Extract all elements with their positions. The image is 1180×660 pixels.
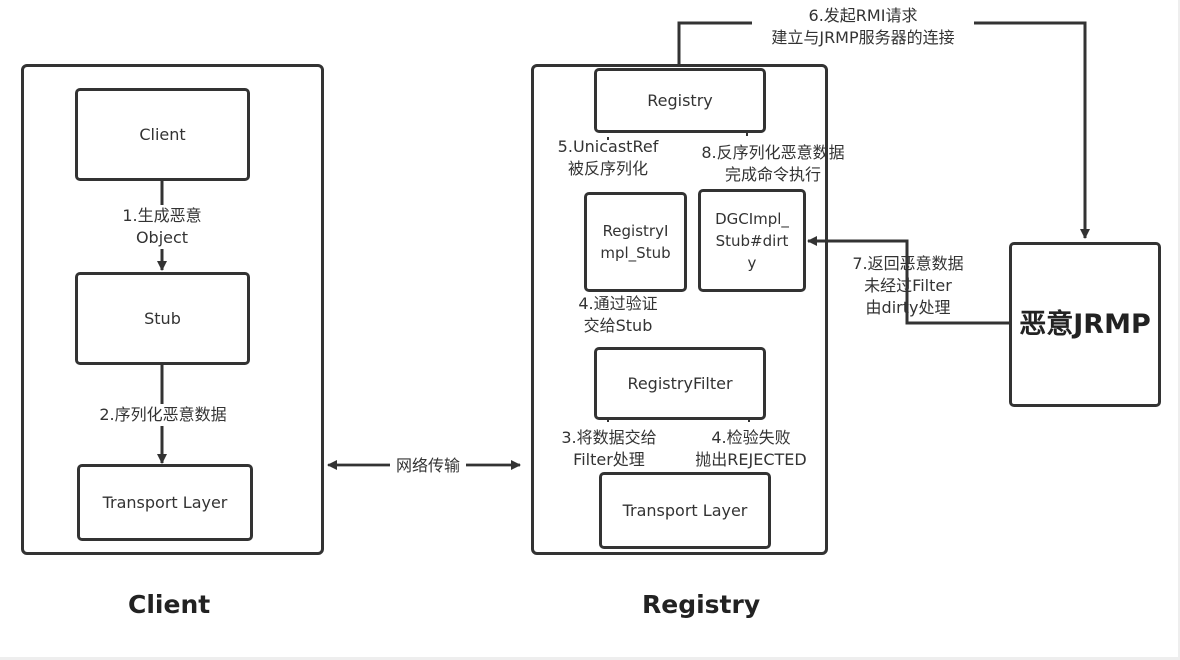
network-label: 网络传输 xyxy=(390,455,466,477)
registry-panel-title: Registry xyxy=(642,590,761,619)
step1-label: 1.生成恶意 Object xyxy=(116,205,208,249)
step7-line1: 7.返回恶意数据 xyxy=(852,254,964,273)
step2-line1: 2.序列化恶意数据 xyxy=(99,405,227,424)
step5-line2: 被反序列化 xyxy=(567,159,648,178)
step1-line1: 1.生成恶意 xyxy=(122,206,202,225)
step4b-line1: 4.检验失败 xyxy=(711,428,791,447)
step5-label: 5.UnicastRef 被反序列化 xyxy=(550,136,666,180)
registry-panel xyxy=(531,64,828,555)
registry-transport-label: Transport Layer xyxy=(622,500,748,520)
edge-step7 xyxy=(807,236,1010,325)
registry-box-label: Registry xyxy=(647,90,713,110)
step6-line2: 建立与JRMP服务器的连接 xyxy=(771,28,955,47)
step7-line2: 未经过Filter xyxy=(864,276,952,295)
step4a-label: 4.通过验证 交给Stub xyxy=(570,293,666,337)
dgc-impl-stub-line2: Stub#dirt xyxy=(715,231,789,250)
registry-impl-stub-line2: mpl_Stub xyxy=(600,244,671,262)
registry-filter-box[interactable]: RegistryFilter xyxy=(594,347,766,420)
step4b-label: 4.检验失败 抛出REJECTED xyxy=(684,427,818,471)
step8-label: 8.反序列化恶意数据 完成命令执行 xyxy=(690,142,856,186)
step3-label: 3.将数据交给 Filter处理 xyxy=(552,427,666,471)
client-box[interactable]: Client xyxy=(75,88,250,181)
step6-line1: 6.发起RMI请求 xyxy=(808,6,918,25)
client-panel xyxy=(21,64,324,555)
stub-box[interactable]: Stub xyxy=(75,272,250,365)
registry-transport-box[interactable]: Transport Layer xyxy=(599,472,771,549)
dgc-impl-stub-box[interactable]: DGCImpl_ Stub#dirt y xyxy=(698,189,806,292)
registry-box[interactable]: Registry xyxy=(594,68,766,133)
stub-box-label: Stub xyxy=(144,308,181,328)
dgc-impl-stub-line3: y xyxy=(747,253,757,272)
step3-line1: 3.将数据交给 xyxy=(561,428,657,447)
step7-label: 7.返回恶意数据 未经过Filter 由dirty处理 xyxy=(842,253,974,319)
step2-label: 2.序列化恶意数据 xyxy=(92,404,234,426)
step4a-line2: 交给Stub xyxy=(583,316,653,335)
dgc-impl-stub-line1: DGCImpl_ xyxy=(715,209,789,228)
step6-label: 6.发起RMI请求 建立与JRMP服务器的连接 xyxy=(752,5,974,49)
step8-line2: 完成命令执行 xyxy=(724,165,821,184)
step7-line3: 由dirty处理 xyxy=(865,298,951,317)
client-panel-title: Client xyxy=(128,590,211,619)
step3-line2: Filter处理 xyxy=(573,450,645,469)
client-transport-label: Transport Layer xyxy=(102,492,228,512)
malicious-jrmp-label: 恶意JRMP xyxy=(1019,308,1151,340)
step4b-line2: 抛出REJECTED xyxy=(695,450,807,469)
step4a-line1: 4.通过验证 xyxy=(578,294,658,313)
step1-line2: Object xyxy=(135,228,189,247)
client-box-label: Client xyxy=(139,124,186,144)
registry-impl-stub-line1: RegistryI xyxy=(602,222,669,240)
client-transport-box[interactable]: Transport Layer xyxy=(77,464,253,541)
step8-line1: 8.反序列化恶意数据 xyxy=(701,143,845,162)
registry-filter-label: RegistryFilter xyxy=(627,373,733,393)
step5-line1: 5.UnicastRef xyxy=(557,137,659,156)
registry-impl-stub-box[interactable]: RegistryI mpl_Stub xyxy=(584,192,687,292)
malicious-jrmp-box[interactable]: 恶意JRMP xyxy=(1009,242,1161,407)
